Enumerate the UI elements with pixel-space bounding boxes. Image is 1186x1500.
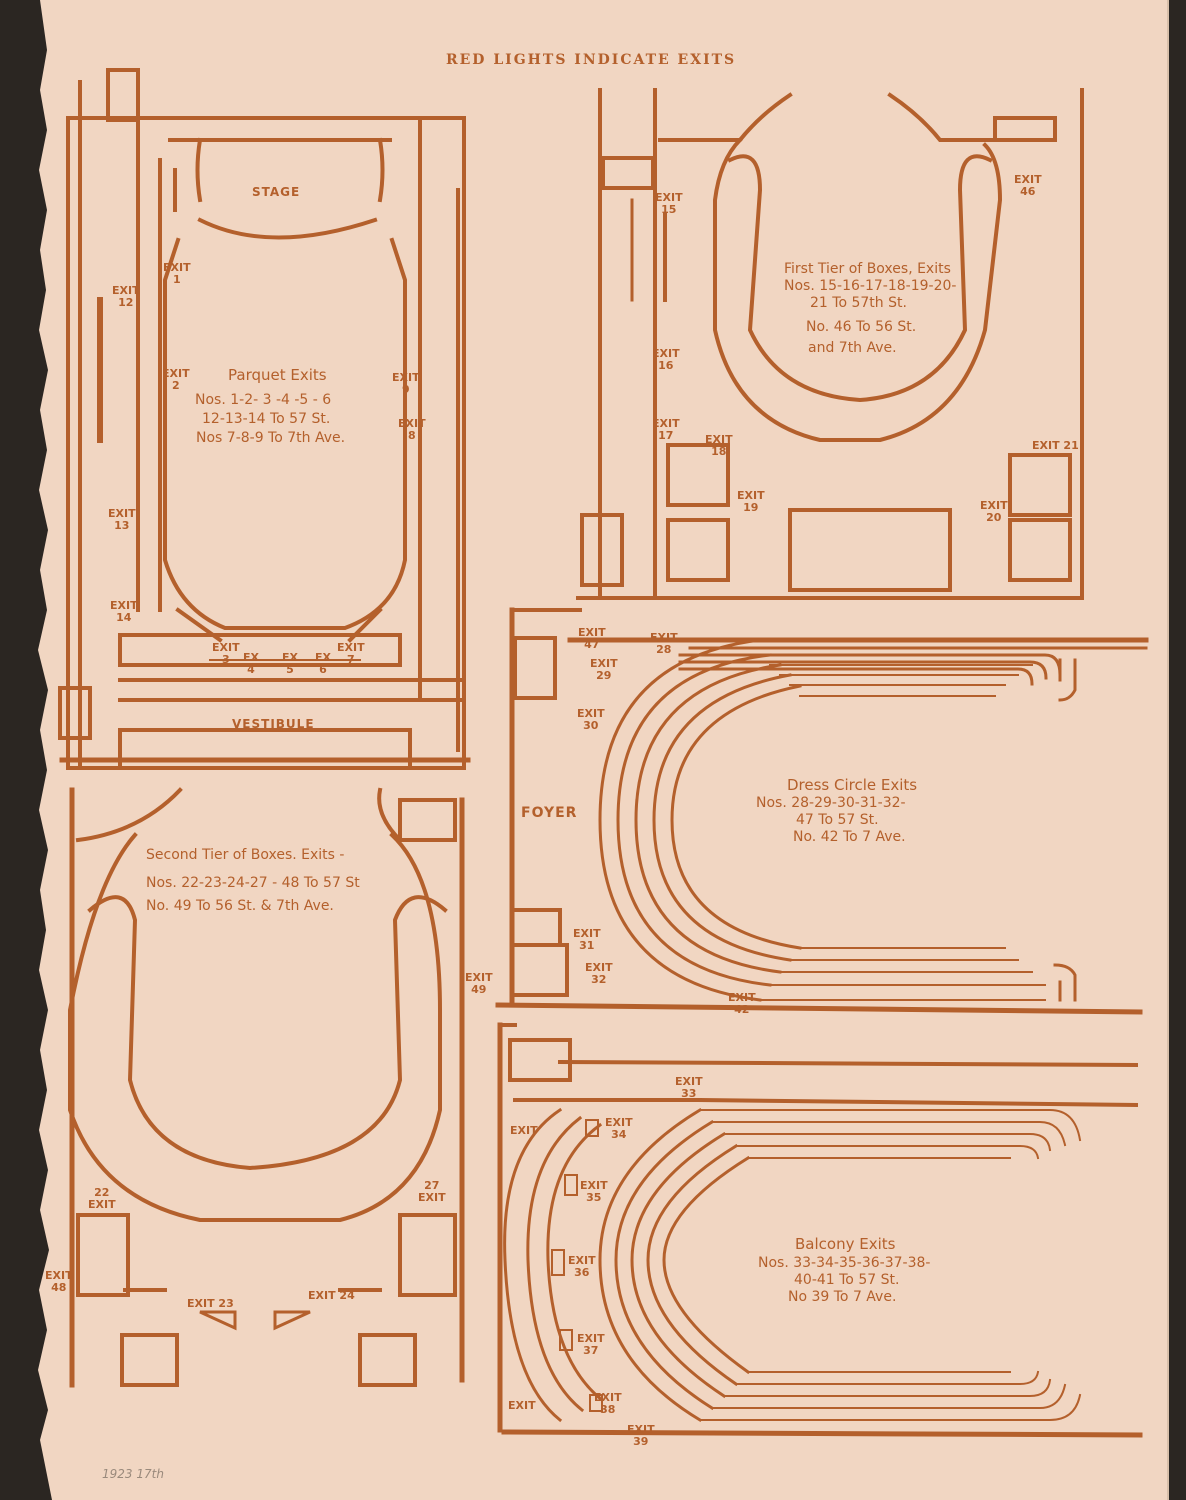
first-tier-line-1: First Tier of Boxes, Exits (784, 261, 951, 277)
balcony-line-2: Nos. 33-34-35-36-37-38- (758, 1255, 931, 1271)
exit-33: EXIT 33 (675, 1075, 703, 1100)
dress-circle-plan (495, 607, 1149, 1015)
exit-32: EXIT 32 (585, 961, 613, 986)
exit-8: EXIT 8 (398, 417, 426, 442)
second-tier-line-2: Nos. 22-23-24-27 - 48 To 57 St (146, 875, 360, 891)
exit-3: EXIT 3 (212, 641, 240, 666)
exit-31: EXIT 31 (573, 927, 601, 952)
paper-background (38, 0, 1168, 1500)
dress-circle-line-2: Nos. 28-29-30-31-32- (756, 795, 906, 811)
exit-21: EXIT 21 (1032, 439, 1079, 452)
first-tier-plan (576, 88, 1084, 600)
balcony-plan (497, 1022, 1143, 1438)
exit-35: EXIT 35 (580, 1179, 608, 1204)
exit-40: EXIT (510, 1124, 538, 1137)
exit-20: EXIT 20 (980, 499, 1008, 524)
first-tier-line-2: Nos. 15-16-17-18-19-20- (784, 278, 957, 294)
second-tier-line-3: No. 49 To 56 St. & 7th Ave. (146, 898, 334, 914)
exit-7: EXIT 7 (337, 641, 365, 666)
first-tier-line-3: 21 To 57th St. (810, 295, 907, 311)
exit-30: EXIT 30 (577, 707, 605, 732)
exit-14: EXIT 14 (110, 599, 138, 624)
exit-13: EXIT 13 (108, 507, 136, 532)
exit-22: 22 EXIT (88, 1186, 116, 1211)
exit-48: EXIT 48 (45, 1269, 73, 1294)
second-tier-plan (68, 787, 465, 1388)
first-tier-line-4: No. 46 To 56 St. (806, 319, 917, 335)
handwritten-note: 1923 17th (102, 1467, 164, 1481)
exit-28: EXIT 28 (650, 631, 678, 656)
exit-1: EXIT 1 (163, 261, 191, 286)
exit-46: EXIT 46 (1014, 173, 1042, 198)
balcony-line-4: No 39 To 7 Ave. (788, 1289, 897, 1305)
exit-38: EXIT 38 (594, 1391, 622, 1416)
exit-9: EXIT 9 (392, 371, 420, 396)
exit-6: EX 6 (315, 651, 331, 676)
dress-circle-line-3: 47 To 57 St. (796, 812, 879, 828)
exit-18: EXIT 18 (705, 433, 733, 458)
parquet-line-2: 12-13-14 To 57 St. (202, 411, 331, 427)
exit-36: EXIT 36 (568, 1254, 596, 1279)
parquet-title: Parquet Exits (228, 366, 327, 384)
exit-19: EXIT 19 (737, 489, 765, 514)
parquet-line-1: Nos. 1-2- 3 -4 -5 - 6 (195, 392, 332, 408)
dress-circle-title: Dress Circle Exits (787, 776, 918, 794)
exit-5: EX 5 (282, 651, 298, 676)
exit-15: EXIT 15 (655, 191, 683, 216)
exit-41: EXIT (508, 1399, 536, 1412)
second-tier-line-1: Second Tier of Boxes. Exits - (146, 847, 345, 863)
parquet-line-3: Nos 7-8-9 To 7th Ave. (196, 430, 346, 446)
exit-23: EXIT 23 (187, 1297, 234, 1310)
exit-47: EXIT 47 (578, 626, 606, 651)
exit-17: EXIT 17 (652, 417, 680, 442)
exit-12: EXIT 12 (112, 284, 140, 309)
exit-29: EXIT 29 (590, 657, 618, 682)
exit-39: EXIT 39 (627, 1423, 655, 1448)
stage-label: STAGE (252, 185, 301, 199)
exit-24: EXIT 24 (308, 1289, 355, 1302)
foyer-label: FOYER (521, 805, 578, 821)
exit-27: 27 EXIT (418, 1179, 446, 1204)
exit-2: EXIT 2 (162, 367, 190, 392)
balcony-title: Balcony Exits (795, 1235, 896, 1253)
exit-49: EXIT 49 (465, 971, 493, 996)
exit-34: EXIT 34 (605, 1116, 633, 1141)
header-title: RED LIGHTS INDICATE EXITS (446, 52, 737, 68)
vestibule-label: VESTIBULE (232, 717, 315, 731)
balcony-line-3: 40-41 To 57 St. (794, 1272, 900, 1288)
exit-16: EXIT 16 (652, 347, 680, 372)
exit-37: EXIT 37 (577, 1332, 605, 1357)
parquet-plan (58, 68, 471, 770)
exit-4: EX 4 (243, 651, 259, 676)
first-tier-line-5: and 7th Ave. (808, 340, 897, 356)
exit-42: EXIT 42 (728, 991, 756, 1016)
dress-circle-line-4: No. 42 To 7 Ave. (793, 829, 906, 845)
